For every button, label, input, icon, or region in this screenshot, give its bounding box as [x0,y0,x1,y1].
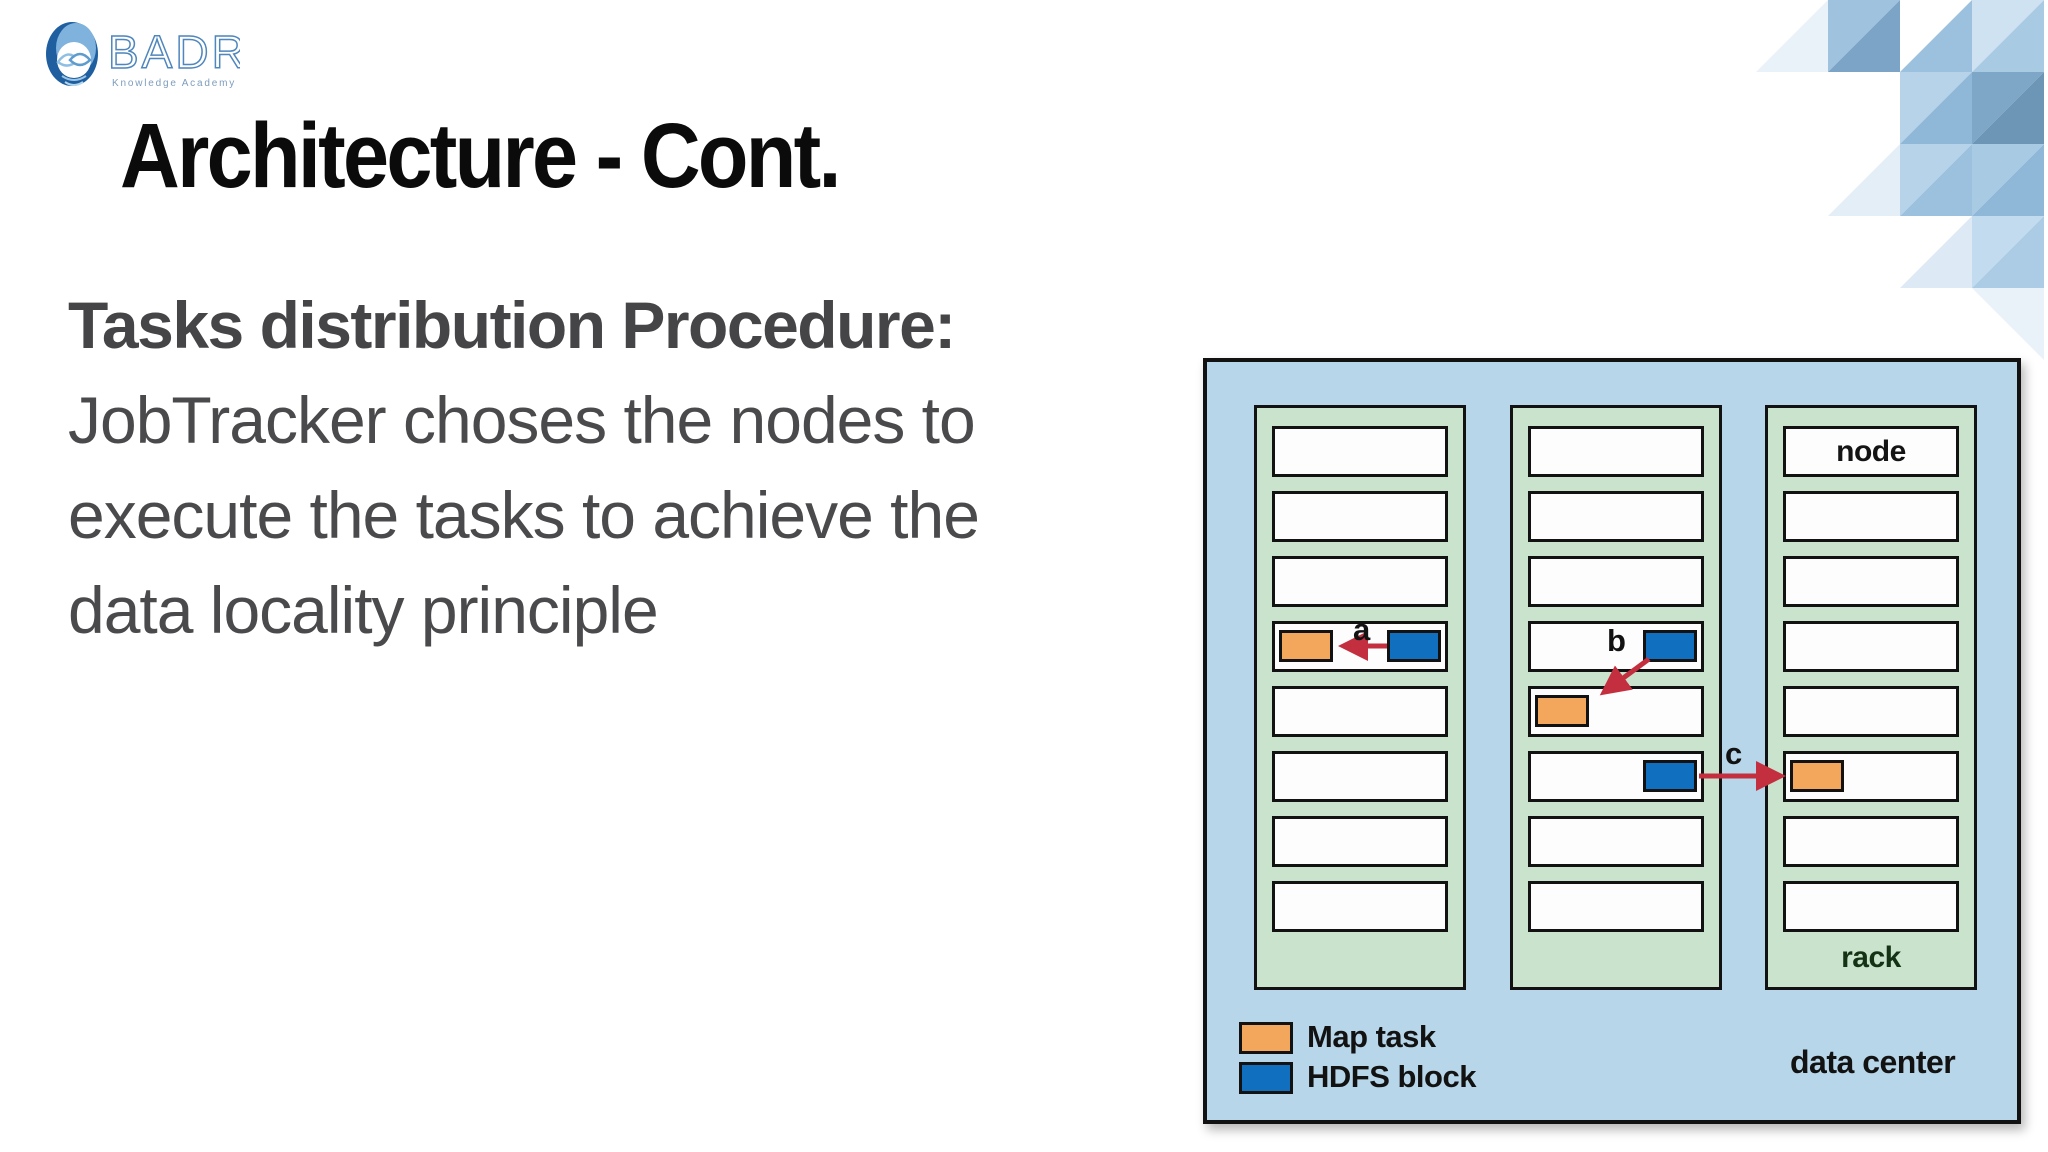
legend-map-task-swatch [1239,1022,1293,1054]
rack-label: rack [1841,941,1901,974]
node-box [1783,491,1959,542]
node-box [1528,426,1704,477]
node-box [1272,881,1448,932]
legend-hdfs-block-label: HDFS block [1307,1059,1476,1094]
map-task-block [1279,630,1333,662]
legend-hdfs-block-swatch [1239,1062,1293,1094]
node-box [1272,816,1448,867]
corner-triangle-decoration [1756,0,2044,360]
body-paragraph: Tasks distribution Procedure: JobTracker… [68,278,1188,658]
node-box [1272,751,1448,802]
datacenter-diagram: node rack [1203,358,2021,1124]
node-box: node [1783,426,1959,477]
body-line: JobTracker choses the nodes to [68,383,976,457]
rack-3: node rack [1765,405,1977,990]
node-box [1783,621,1959,672]
badr-logo: BADR Knowledge Academy [20,6,246,101]
node-box [1783,816,1959,867]
datacenter-label: data center [1790,1044,1956,1080]
hdfs-block [1643,760,1697,792]
badr-logo-icon: BADR Knowledge Academy [46,22,246,89]
node-box [1783,686,1959,737]
arrow-c-label: c [1725,736,1743,771]
node-box [1783,881,1959,932]
node-label: node [1836,434,1906,468]
hdfs-block [1643,630,1697,662]
body-line: data locality principle [68,573,659,647]
node-box [1528,881,1704,932]
rack-2 [1510,405,1722,990]
logo-brand-text: BADR [108,26,240,78]
node-box [1783,556,1959,607]
body-line: execute the tasks to achieve the [68,478,980,552]
logo-tagline: Knowledge Academy [112,78,236,89]
node-box [1272,686,1448,737]
node-box [1272,491,1448,542]
node-box [1528,491,1704,542]
arrow-a-label: a [1353,612,1371,647]
node-box [1528,751,1704,802]
rack-1 [1254,405,1466,990]
node-box [1528,686,1704,737]
legend-map-task-label: Map task [1307,1019,1436,1054]
node-box [1783,751,1959,802]
node-box [1272,621,1448,672]
map-task-block [1790,760,1844,792]
map-task-block [1535,695,1589,727]
node-box [1272,426,1448,477]
hdfs-block [1387,630,1441,662]
arrow-b-label: b [1607,623,1626,658]
body-heading: Tasks distribution Procedure: [68,288,956,362]
node-box [1272,556,1448,607]
node-box [1528,556,1704,607]
node-box [1528,816,1704,867]
page-title: Architecture - Cont. [120,105,842,207]
logo-leaf-right [68,52,92,67]
